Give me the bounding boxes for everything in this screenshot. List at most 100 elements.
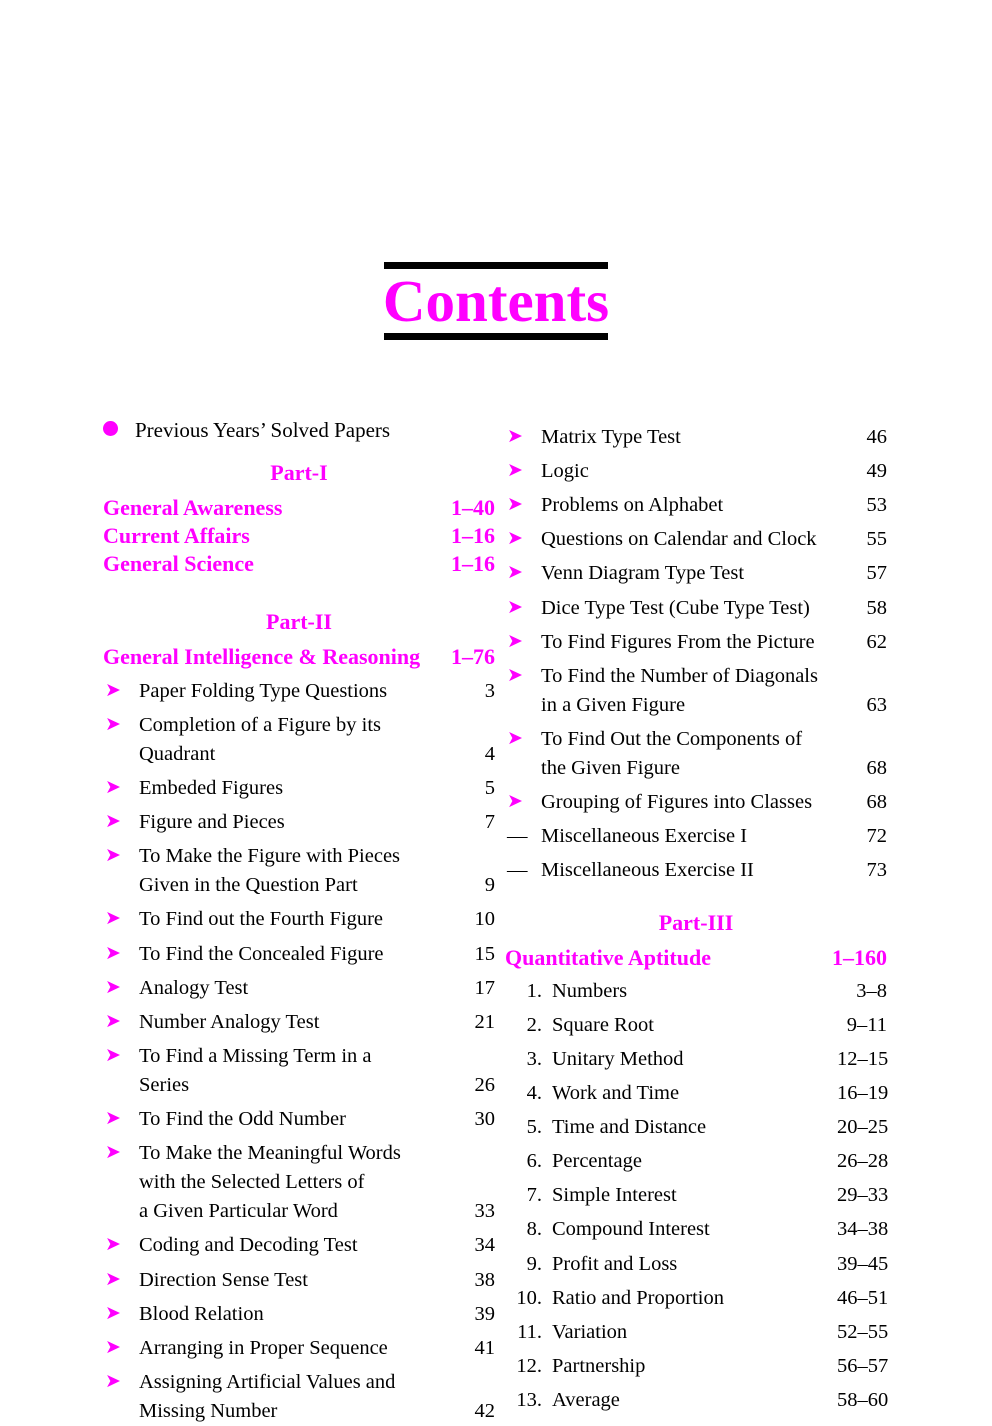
toc-item-page: 10 <box>474 908 496 931</box>
toc-item-label-line: the Given Figure <box>541 757 680 780</box>
toc-entry-quantitative-aptitude[interactable]: Quantitative Aptitude 1–160 <box>505 944 887 972</box>
toc-item-page: 5 <box>484 776 495 799</box>
toc-item-page: 63 <box>866 693 888 716</box>
toc-item-page: 42 <box>474 1400 496 1423</box>
toc-item-number: 10. <box>516 1286 542 1309</box>
toc-entry-general-science[interactable]: General Science 1–16 <box>103 550 495 578</box>
toc-item-page: 16–19 <box>837 1082 889 1105</box>
toc-item-label-line: Matrix Type Test <box>541 426 681 448</box>
toc-item-label: Percentage <box>552 1150 642 1173</box>
arrow-bullet-icon: ➤ <box>507 493 523 516</box>
toc-item-label-line: Miscellaneous Exercise I <box>541 825 748 848</box>
title-rule-bottom <box>384 332 608 340</box>
toc-item-page: 15 <box>474 942 496 965</box>
toc-item-label-line: To Make the Meaningful Words <box>139 1142 401 1165</box>
arrow-bullet-icon: ➤ <box>105 1335 121 1358</box>
toc-item-label: Paper Folding Type Questions <box>139 677 445 706</box>
arrow-bullet-icon: ➤ <box>105 1233 121 1256</box>
toc-entry-label: Current Affairs <box>103 523 250 549</box>
toc-entry-current-affairs[interactable]: Current Affairs 1–16 <box>103 522 495 550</box>
toc-item-page: 26 <box>474 1073 496 1096</box>
toc-item-label: Variation <box>552 1320 628 1343</box>
toc-entry-general-intelligence-reasoning[interactable]: General Intelligence & Reasoning 1–76 <box>103 643 495 671</box>
dash-bullet-icon: — <box>507 859 528 882</box>
toc-item-page: 26–28 <box>837 1150 889 1173</box>
toc-item-label: Logic <box>541 457 837 486</box>
toc-item-number: 11. <box>517 1320 542 1343</box>
toc-item-label-line: Dice Type Test (Cube Type Test) <box>541 596 810 619</box>
toc-item-number: 12. <box>516 1354 542 1377</box>
toc-item-label: Problems on Alphabet <box>541 491 837 520</box>
page-title: Contents <box>382 268 610 334</box>
toc-item-label: To Make the Meaningful Words with the Sel… <box>139 1139 445 1226</box>
arrow-bullet-icon: ➤ <box>507 561 523 584</box>
arrow-bullet-icon: ➤ <box>507 790 523 813</box>
toc-item-number: 13. <box>516 1389 542 1411</box>
toc-item-label: To Find Figures From the Picture <box>541 628 837 657</box>
toc-item-label: Simple Interest <box>552 1184 677 1207</box>
toc-item-label: Number Analogy Test <box>139 1008 445 1037</box>
toc-item-label: Analogy Test <box>139 974 445 1003</box>
toc-entry-general-awareness[interactable]: General Awareness 1–40 <box>103 494 495 522</box>
toc-entry-page: 1–40 <box>451 495 495 520</box>
page-title-block: Contents <box>0 262 992 340</box>
toc-item-number: 2. <box>526 1013 542 1036</box>
toc-item-number: 5. <box>526 1116 542 1139</box>
toc-item-label-line: in a Given Figure <box>541 693 686 716</box>
toc-item-page: 38 <box>474 1268 496 1291</box>
title-rule-top <box>384 262 608 269</box>
toc-item-page: 55 <box>866 528 888 551</box>
toc-item-page: 72 <box>866 825 888 848</box>
spacer <box>505 886 887 910</box>
toc-item-dice-type-test-cube-type-test[interactable]: ➤Dice Type Test (Cube Type Test)58 <box>505 594 887 623</box>
toc-item-label: Average <box>552 1389 620 1411</box>
arrow-bullet-icon: ➤ <box>105 1267 121 1290</box>
toc-item-label: Work and Time <box>552 1082 680 1105</box>
arrow-bullet-icon: ➤ <box>105 1369 121 1392</box>
toc-item-label: Time and Distance <box>552 1116 707 1139</box>
toc-item-label-line: with the Selected Letters of <box>139 1171 365 1194</box>
